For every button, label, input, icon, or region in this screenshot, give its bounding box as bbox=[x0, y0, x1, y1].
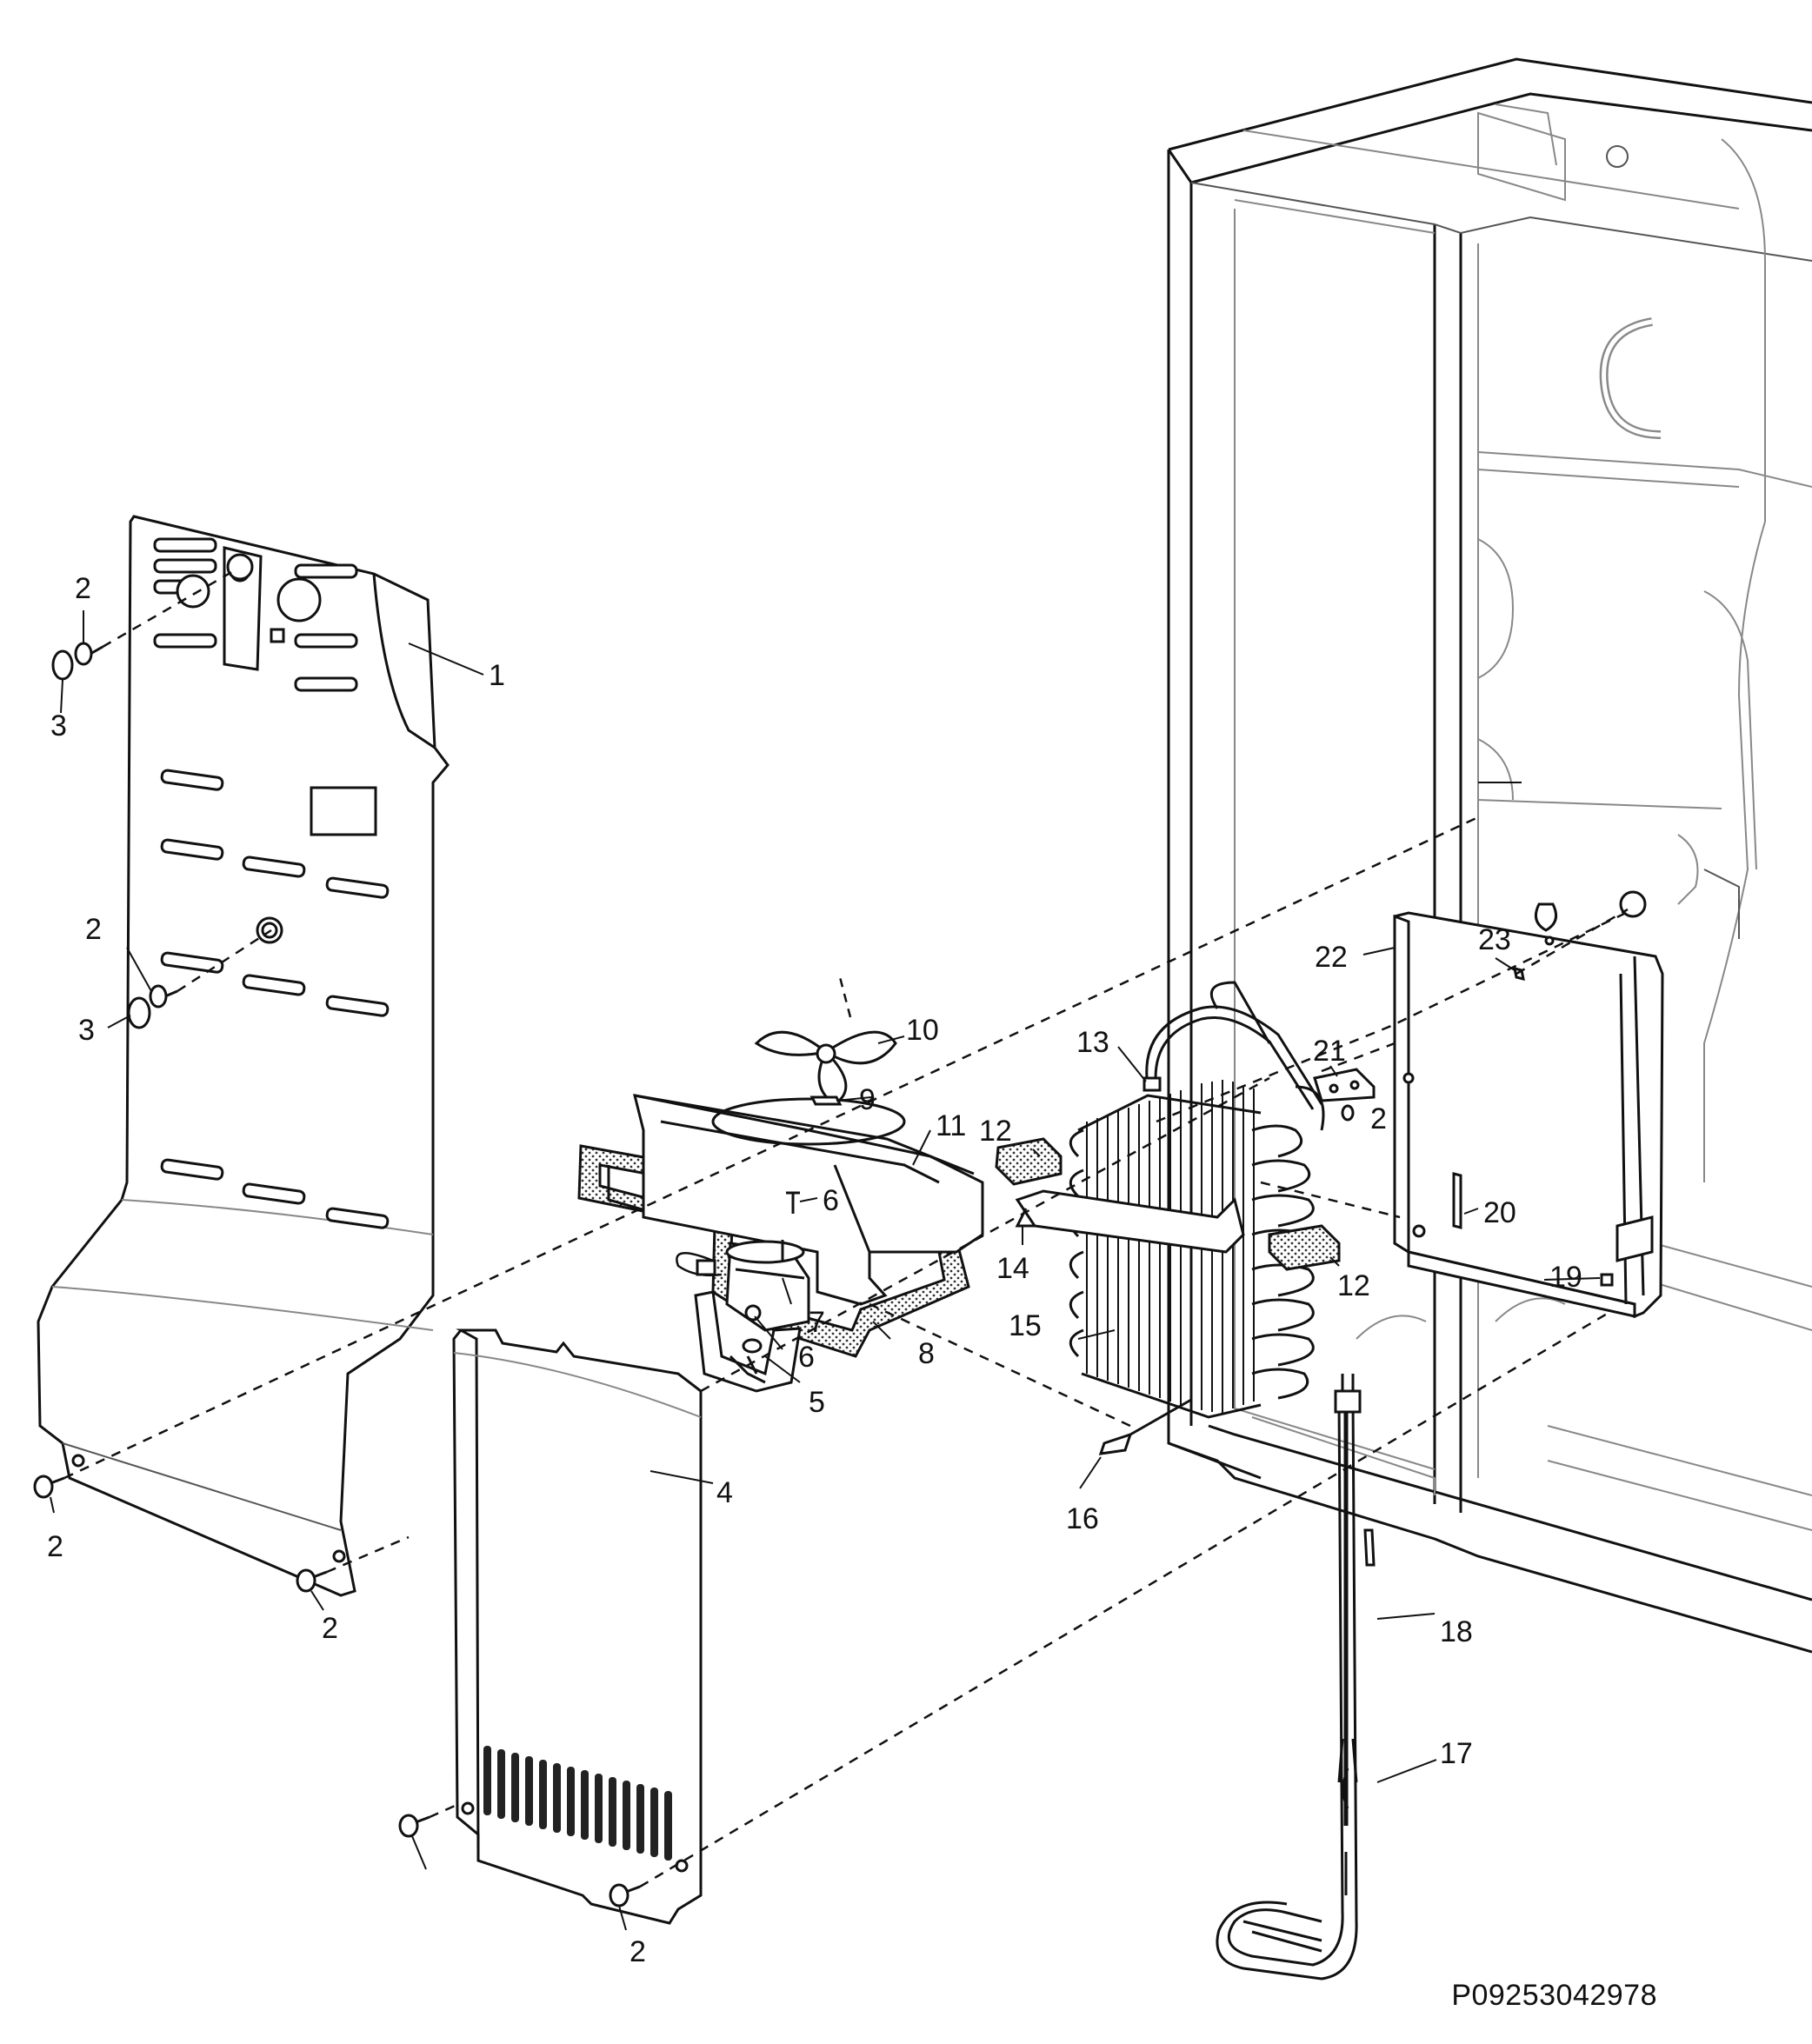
fan-motor-7 bbox=[676, 1240, 810, 1332]
callout-2: 2 bbox=[322, 1612, 338, 1645]
callout-10: 10 bbox=[906, 1014, 939, 1047]
callout-13: 13 bbox=[1076, 1026, 1109, 1059]
screw-2-panel4-bottom bbox=[609, 1883, 630, 1908]
callout-3: 3 bbox=[78, 1014, 95, 1047]
vent-grille bbox=[483, 1746, 672, 1861]
grommet-3-mid bbox=[127, 996, 151, 1029]
callout-2: 2 bbox=[630, 1935, 646, 1968]
screw-2-panel1-left bbox=[33, 1475, 54, 1499]
callout-23: 23 bbox=[1478, 923, 1511, 956]
bracket-21 bbox=[1313, 1068, 1376, 1102]
callout-19: 19 bbox=[1549, 1261, 1582, 1294]
callout-18: 18 bbox=[1440, 1615, 1473, 1648]
callout-16: 16 bbox=[1066, 1502, 1099, 1535]
callout-17: 17 bbox=[1440, 1737, 1473, 1770]
callout-22: 22 bbox=[1315, 941, 1348, 974]
rear-panel-1 bbox=[37, 515, 450, 1597]
callout-6: 6 bbox=[823, 1184, 839, 1217]
fasteners bbox=[33, 642, 1355, 1908]
evaporator-15 bbox=[995, 981, 1341, 1455]
callout-7: 7 bbox=[809, 1306, 825, 1339]
callout-8: 8 bbox=[918, 1337, 935, 1370]
screw-2-panel1-right bbox=[296, 1568, 316, 1593]
block-12b bbox=[1268, 1224, 1341, 1271]
screw-2-panel4-left bbox=[398, 1814, 419, 1838]
defrost-heater-18 bbox=[1216, 1374, 1376, 1981]
callout-3: 3 bbox=[50, 709, 67, 742]
nut-9 bbox=[809, 1095, 843, 1106]
callout-11: 11 bbox=[936, 1109, 966, 1142]
refrigerator-cabinet bbox=[1167, 57, 1812, 1654]
callout-2: 2 bbox=[75, 572, 91, 605]
callout-21: 21 bbox=[1313, 1035, 1346, 1068]
fan-blade-10 bbox=[754, 1030, 897, 1106]
callout-20: 20 bbox=[1483, 1196, 1516, 1229]
callout-15: 15 bbox=[1009, 1309, 1042, 1342]
callout-2: 2 bbox=[85, 913, 102, 946]
callout-2: 2 bbox=[47, 1530, 63, 1563]
callout-12: 12 bbox=[1337, 1269, 1370, 1302]
callout-9: 9 bbox=[859, 1083, 876, 1116]
clip-19 bbox=[1600, 1273, 1614, 1287]
screw-6-lower bbox=[744, 1304, 762, 1322]
evaporator-cover-22 bbox=[1313, 890, 1664, 1319]
callout-2: 2 bbox=[1370, 1102, 1387, 1135]
leader-lines bbox=[50, 610, 1601, 1931]
callout-5: 5 bbox=[809, 1386, 825, 1419]
screw-2-mid bbox=[149, 984, 168, 1009]
screw-2-top bbox=[74, 642, 93, 666]
strap-14 bbox=[1015, 1189, 1245, 1254]
clip-16 bbox=[1098, 1398, 1192, 1455]
lower-panel-4 bbox=[452, 1328, 703, 1925]
callout-14: 14 bbox=[996, 1252, 1029, 1285]
callout-labels: 1 2 3 2 3 2 2 4 5 6 6 7 8 9 10 11 12 12 … bbox=[47, 572, 1582, 1968]
grommet-3-top bbox=[51, 649, 74, 681]
clip-20 bbox=[1452, 1172, 1462, 1229]
callout-12: 12 bbox=[979, 1115, 1012, 1148]
block-12a bbox=[995, 1137, 1063, 1186]
callout-1: 1 bbox=[489, 659, 505, 692]
motor-bracket-5 bbox=[694, 1290, 802, 1393]
callout-4: 4 bbox=[716, 1476, 733, 1509]
callout-6: 6 bbox=[798, 1341, 815, 1374]
assembly-lines bbox=[63, 569, 1629, 1888]
screw-2-bracket bbox=[1341, 1104, 1355, 1122]
drawing-code: P09253042978 bbox=[1451, 1979, 1657, 2012]
